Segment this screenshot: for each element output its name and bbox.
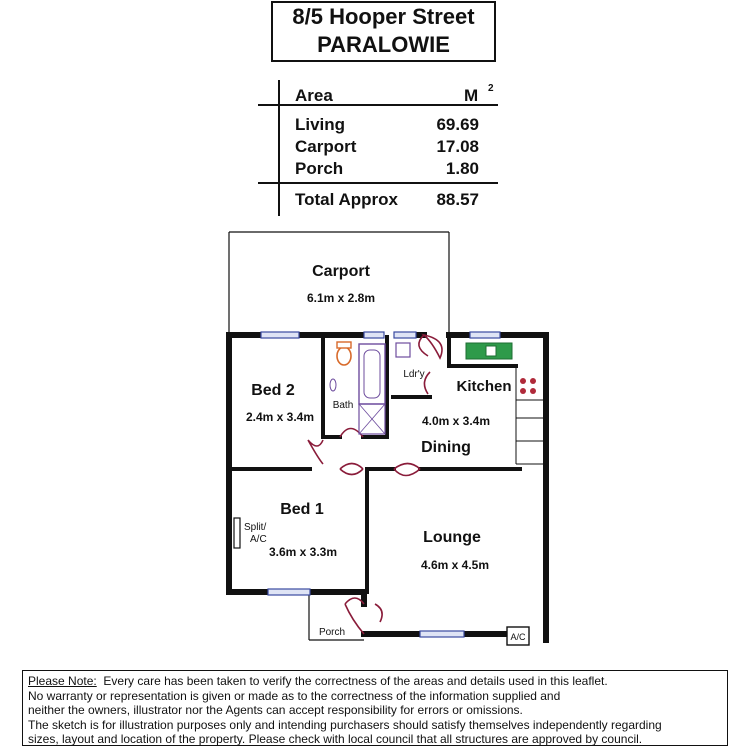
doors [307, 333, 443, 635]
kitchen-fixtures [465, 342, 536, 394]
floor-plan: Carport 6.1m x 2.8m Bed 2 2.4m x 3.4m Ba… [226, 231, 549, 646]
area-total-label: Total Approx [295, 190, 398, 209]
room-carport-size: 6.1m x 2.8m [307, 291, 375, 305]
split-ac-unit [233, 517, 241, 549]
room-kitchen-size: 4.0m x 3.4m [422, 414, 490, 428]
area-header-unit-sup: 2 [488, 83, 494, 94]
area-total-value: 88.57 [436, 190, 479, 209]
title-box: 8/5 Hooper Street PARALOWIE [271, 1, 496, 62]
room-bed1: Bed 1 [280, 501, 324, 518]
area-header-unit: M [464, 86, 479, 105]
kitchen-bench [515, 366, 543, 465]
area-row-label: Living [295, 115, 346, 134]
laundry-tub-icon [395, 342, 411, 358]
porch-outline [308, 594, 364, 641]
note-line: sizes, layout and location of the proper… [28, 732, 643, 746]
door-swing [307, 439, 324, 465]
carport-outline [228, 231, 450, 334]
split-ac-label: Split/ [244, 522, 266, 533]
door-swing [418, 334, 429, 357]
area-header-label: Area [295, 86, 333, 105]
door-swing [374, 603, 383, 623]
ac-unit [506, 626, 530, 646]
door-swing [421, 333, 443, 360]
disclaimer-note: Please Note: Every care has been taken t… [22, 670, 728, 746]
area-row-value: 69.69 [436, 115, 479, 134]
room-porch: Porch [319, 627, 345, 638]
bathtub-basin [363, 349, 381, 399]
area-table: Area M 2 Living 69.69 Carport 17.08 Porc… [258, 80, 498, 216]
door-swing [339, 462, 364, 476]
room-bed2-size: 2.4m x 3.4m [246, 410, 314, 424]
bathtub [358, 343, 386, 405]
note-line: The sketch is for illustration purposes … [28, 717, 662, 732]
room-bed1-size: 3.6m x 3.3m [269, 545, 337, 559]
ac-label: A/C [510, 632, 526, 642]
room-lounge: Lounge [423, 529, 481, 546]
table-divider-vertical [278, 80, 280, 216]
address-suburb: PARALOWIE [317, 32, 450, 57]
table-divider-total [258, 182, 498, 184]
toilet-icon [336, 346, 352, 366]
table-divider-header [258, 104, 498, 106]
area-row-value: 17.08 [436, 137, 479, 156]
note-text: Every care has been taken to verify the … [96, 674, 608, 688]
room-dining: Dining [421, 439, 471, 456]
window [363, 331, 385, 339]
note-line: neither the owners, illustrator nor the … [28, 703, 523, 717]
split-ac-label: A/C [250, 534, 267, 545]
interior-walls [229, 335, 522, 594]
door-swing [344, 597, 365, 635]
exterior-walls [226, 332, 549, 643]
area-row-label: Carport [295, 137, 357, 156]
stove-icon [520, 378, 536, 394]
room-carport: Carport [312, 263, 370, 280]
note-line: Please Note: Every care has been taken t… [28, 674, 722, 689]
window [469, 331, 501, 339]
window [267, 588, 311, 596]
address-street: 8/5 Hooper Street [292, 4, 475, 29]
area-row-value: 1.80 [445, 159, 479, 178]
note-heading: Please Note: [28, 674, 97, 688]
shower [358, 403, 386, 435]
window [393, 331, 417, 339]
door-swing [423, 371, 431, 395]
window [419, 630, 465, 638]
area-row-label: Porch [295, 159, 344, 178]
room-kitchen: Kitchen [456, 378, 511, 395]
room-laundry: Ldr'y [403, 369, 424, 380]
room-bath: Bath [333, 400, 354, 411]
basin-icon [329, 378, 337, 392]
windows [260, 331, 501, 638]
window [260, 331, 300, 339]
note-line: No warranty or representation is given o… [28, 688, 561, 703]
room-lounge-size: 4.6m x 4.5m [421, 558, 489, 572]
room-bed2: Bed 2 [251, 382, 295, 399]
bath-fixtures [329, 341, 411, 435]
door-swing [393, 462, 421, 477]
